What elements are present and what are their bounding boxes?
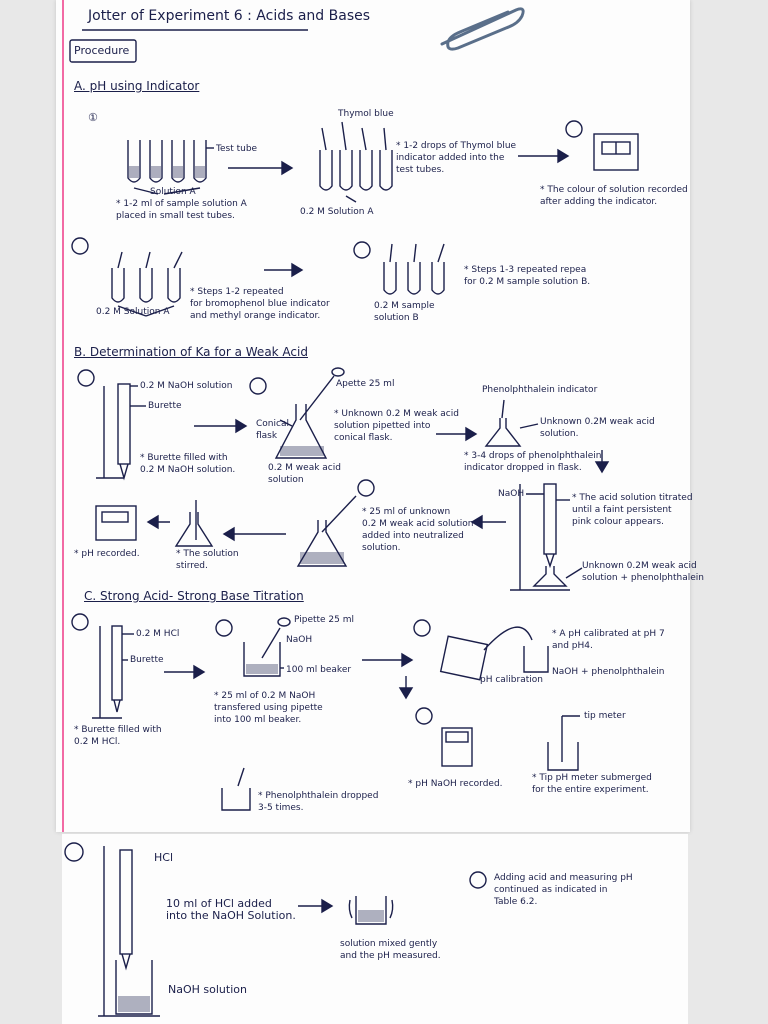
label-pipette: Apette 25 ml	[336, 379, 395, 389]
step-number: ①	[88, 111, 98, 124]
label-a-step4: 0.2 M sample solution B	[374, 301, 435, 323]
note-c-step1: * Burette filled with 0.2 M HCl.	[74, 725, 162, 747]
label-burette-c: Burette	[130, 655, 164, 665]
label-naoh-phenol: NaOH + phenolphthalein	[552, 667, 665, 677]
note-c-step5: 10 ml of HCl added into the NaOH Solutio…	[166, 897, 296, 922]
section-c-heading: C. Strong Acid- Strong Base Titration	[84, 589, 304, 603]
page-title: Jotter of Experiment 6 : Acids and Bases	[88, 8, 371, 24]
label-naoh-solution: 0.2 M NaOH solution	[140, 381, 233, 391]
label-pipette-25: Pipette 25 ml	[294, 615, 355, 625]
note-c-step3: * A pH calibrated at pH 7 and pH4.	[552, 629, 665, 651]
procedure-heading: Procedure	[74, 44, 130, 57]
label-hcl-step5: HCl	[154, 851, 174, 864]
note-a-step1: * 1-2 ml of sample solution A placed in …	[116, 199, 247, 221]
label-unknown-phenol: Unknown 0.2M weak acid solution + phenol…	[582, 561, 704, 583]
label-test-tube: Test tube	[216, 144, 258, 154]
label-weak-acid: 0.2 M weak acid solution	[268, 463, 341, 485]
section-b-heading: B. Determination of Ka for a Weak Acid	[74, 345, 308, 359]
note-c-step2: * 25 ml of 0.2 M NaOH transfered using p…	[214, 691, 323, 725]
note-a-step2: * The colour of solution recorded after …	[540, 185, 688, 207]
notebook-sheet-upper	[56, 0, 690, 832]
note-b-step2: * Unknown 0.2 M weak acid solution pipet…	[334, 409, 459, 443]
label-solution-a: Solution A	[150, 187, 196, 197]
note-b-step1: * Burette filled with 0.2 M NaOH solutio…	[140, 453, 236, 475]
label-conical-flask: Conical flask	[256, 419, 289, 441]
note-stirred: * The solution stirred.	[176, 549, 239, 571]
note-a-step4: * Steps 1-3 repeated repea for 0.2 M sam…	[464, 265, 591, 287]
note-a-step3: * Steps 1-2 repeated for bromophenol blu…	[190, 287, 330, 321]
label-tip-meter: tip meter	[584, 711, 626, 721]
label-thymol-blue: Thymol blue	[338, 109, 394, 119]
note-b-step2b: * 3-4 drops of phenolphthalein indicator…	[464, 451, 602, 473]
label-a-step3: 0.2 M Solution A	[96, 307, 170, 317]
label-beaker: 100 ml beaker	[286, 665, 352, 675]
label-naoh: NaOH	[498, 489, 525, 499]
note-c-step6: Adding acid and measuring pH continued a…	[494, 873, 633, 907]
notebook-sheet-lower	[62, 834, 688, 1024]
note-phenol-dropped: * Phenolphthalein dropped 3-5 times.	[258, 791, 379, 813]
paperclip-icon	[440, 7, 525, 51]
note-solution-mixed: solution mixed gently and the pH measure…	[340, 939, 441, 961]
note-b-step3: * 25 ml of unknown 0.2 M weak acid solut…	[362, 507, 474, 553]
label-unknown-acid: Unknown 0.2M weak acid solution.	[540, 417, 655, 439]
label-hcl: 0.2 M HCl	[136, 629, 180, 639]
note-tip-submerged: * Tip pH meter submerged for the entire …	[532, 773, 652, 795]
label-ph-calibration: pH calibration	[480, 675, 543, 685]
label-naoh-c: NaOH	[286, 635, 313, 645]
note-titration: * The acid solution titrated until a fai…	[572, 493, 693, 527]
note-ph-naoh: * pH NaOH recorded.	[408, 779, 503, 789]
note-ph-recorded: * pH recorded.	[74, 549, 140, 559]
note-a-step1b: * 1-2 drops of Thymol blue indicator add…	[396, 141, 517, 175]
label-burette: Burette	[148, 401, 182, 411]
label-phenolphthalein: Phenolphthalein indicator	[482, 385, 598, 395]
margin-line	[62, 0, 64, 832]
section-a-heading: A. pH using Indicator	[74, 79, 200, 93]
label-solution-a-02m: 0.2 M Solution A	[300, 207, 374, 217]
label-naoh-solution-step5: NaOH solution	[168, 983, 247, 996]
